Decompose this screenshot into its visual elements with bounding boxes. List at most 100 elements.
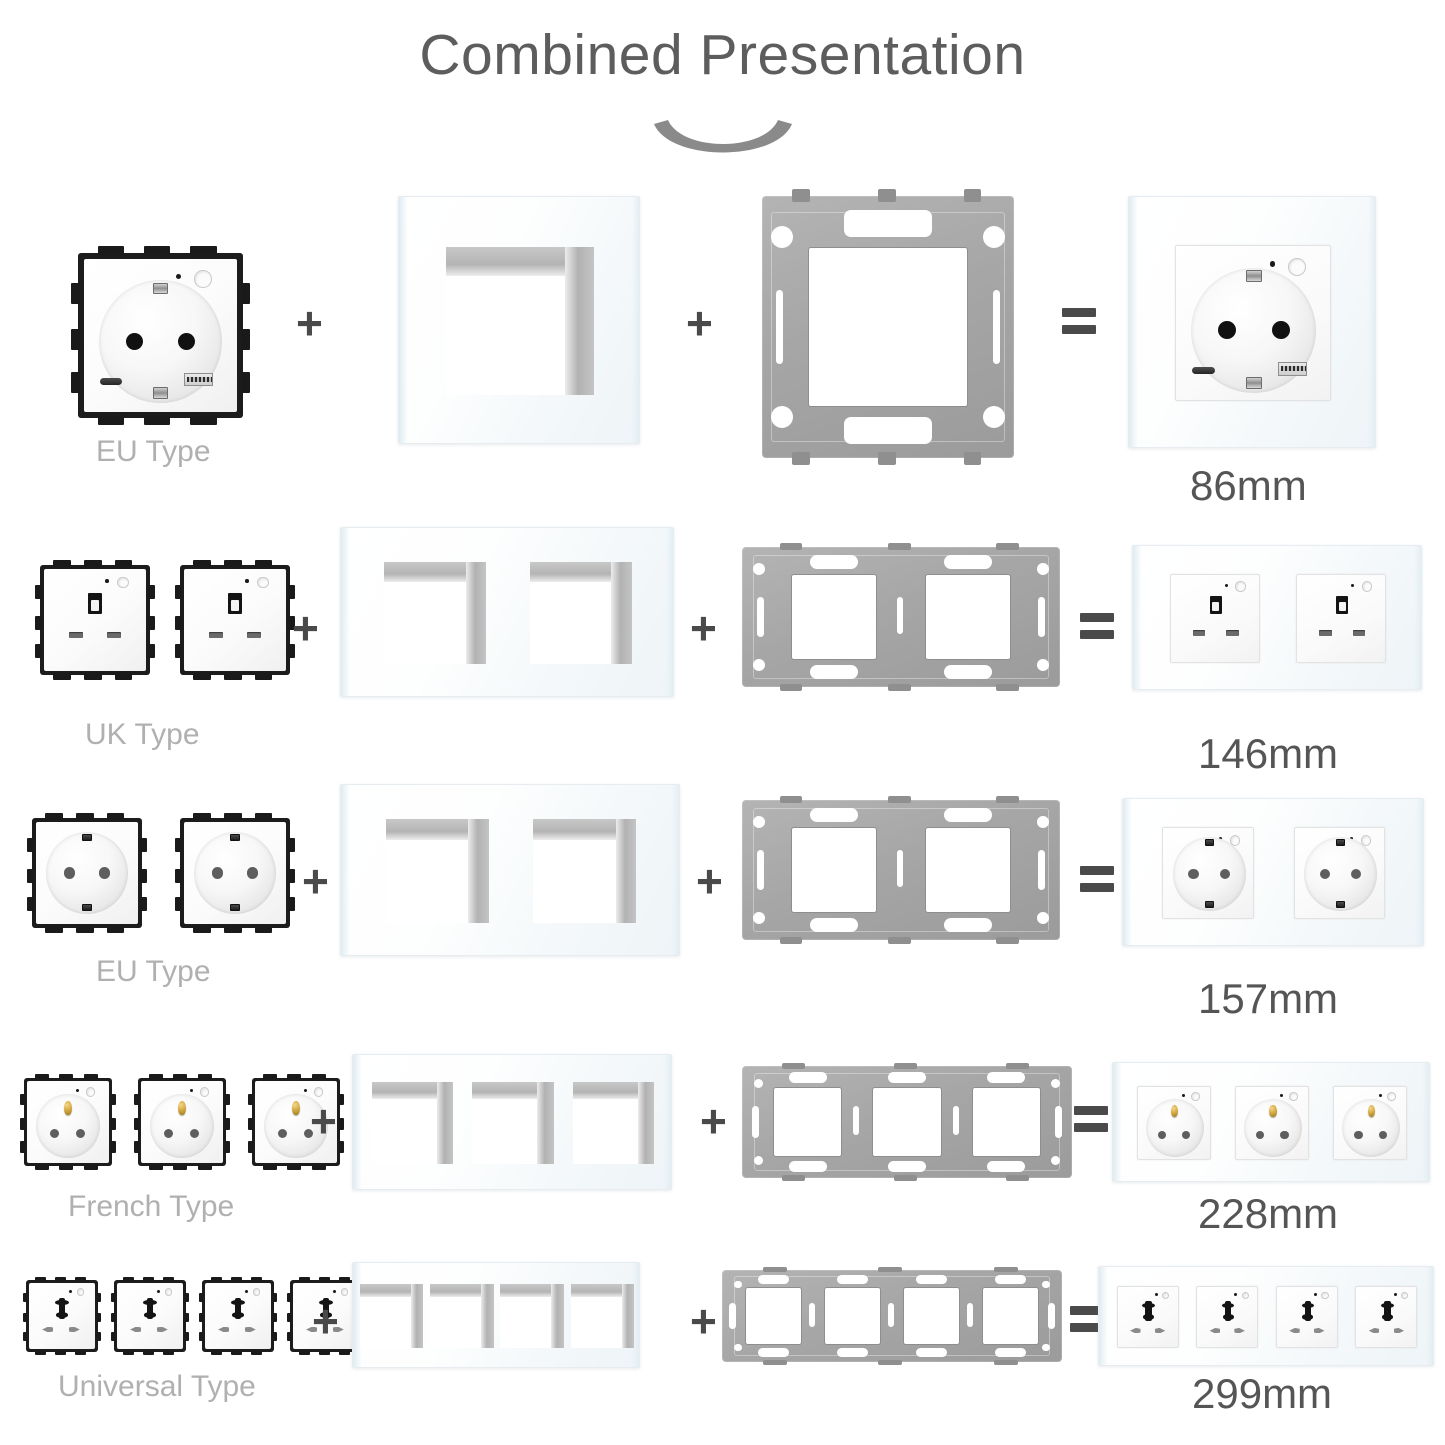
power-button[interactable] bbox=[1191, 1092, 1200, 1101]
eu-socket-recess bbox=[194, 832, 276, 914]
power-button[interactable] bbox=[1289, 1092, 1298, 1101]
power-button[interactable] bbox=[164, 1287, 173, 1296]
power-button[interactable] bbox=[1288, 257, 1307, 276]
assembled-socket-face[interactable] bbox=[1196, 1286, 1259, 1348]
assembled-socket-face[interactable] bbox=[1174, 244, 1332, 402]
assembled-socket-face[interactable] bbox=[1136, 1085, 1212, 1161]
assembled-socket-face[interactable] bbox=[1162, 827, 1255, 919]
glass-panel[interactable] bbox=[340, 527, 674, 697]
universal-angled-slot-right bbox=[1154, 1327, 1166, 1334]
assembled-socket-face[interactable] bbox=[1234, 1085, 1310, 1161]
module-claw-left bbox=[35, 644, 42, 659]
assembled-socket-face[interactable] bbox=[1296, 573, 1387, 664]
power-button[interactable] bbox=[1241, 1291, 1249, 1299]
socket-module[interactable] bbox=[27, 813, 147, 933]
socket-module[interactable] bbox=[175, 813, 295, 933]
mounting-bracket[interactable] bbox=[722, 1267, 1062, 1365]
socket-module[interactable] bbox=[111, 1277, 189, 1355]
assembled-right-sheen bbox=[1368, 197, 1375, 447]
socket-module[interactable] bbox=[35, 560, 155, 680]
module-claw-top bbox=[287, 1074, 302, 1080]
uk-pin-slot bbox=[1226, 630, 1239, 636]
glass-cutout bbox=[529, 562, 632, 664]
power-button[interactable] bbox=[1235, 581, 1246, 592]
usb-c-port[interactable] bbox=[99, 377, 123, 385]
module-claw-top bbox=[84, 560, 102, 567]
module-claw-left bbox=[248, 1093, 254, 1106]
module-claw-right bbox=[148, 644, 155, 659]
module-claw-right bbox=[185, 1313, 189, 1323]
power-button[interactable] bbox=[1321, 1291, 1329, 1299]
mounting-bracket[interactable] bbox=[742, 796, 1060, 944]
module-claw-left bbox=[175, 837, 182, 852]
module-claw-left bbox=[27, 837, 34, 852]
usb-c-port[interactable] bbox=[1192, 366, 1215, 374]
bracket-screw-slot-left bbox=[757, 597, 764, 637]
power-button[interactable] bbox=[314, 1087, 324, 1097]
assembled-socket[interactable] bbox=[1132, 545, 1422, 690]
equals-operator bbox=[1080, 613, 1114, 639]
assembled-socket[interactable] bbox=[1122, 798, 1424, 946]
module-claw-left bbox=[134, 1118, 140, 1130]
assembled-socket[interactable] bbox=[1112, 1062, 1430, 1182]
power-button[interactable] bbox=[1229, 834, 1241, 846]
assembled-socket[interactable] bbox=[1128, 196, 1376, 448]
assembled-socket-face[interactable] bbox=[1355, 1286, 1418, 1348]
universal-earth-wide-lower bbox=[56, 1312, 68, 1318]
assembled-socket-face[interactable] bbox=[1275, 1286, 1338, 1348]
power-button[interactable] bbox=[194, 270, 212, 288]
glass-panel[interactable] bbox=[340, 784, 680, 956]
cutout-bevel-top bbox=[384, 562, 487, 583]
power-button[interactable] bbox=[1360, 834, 1372, 846]
glass-panel[interactable] bbox=[352, 1054, 672, 1190]
eu-pin-hole bbox=[211, 867, 224, 879]
power-button[interactable] bbox=[257, 576, 270, 589]
power-button[interactable] bbox=[1387, 1092, 1396, 1101]
socket-module[interactable] bbox=[71, 246, 250, 425]
socket-module[interactable] bbox=[199, 1277, 277, 1355]
power-button[interactable] bbox=[86, 1087, 96, 1097]
mounting-bracket[interactable] bbox=[742, 1062, 1072, 1182]
socket-module[interactable] bbox=[134, 1074, 230, 1170]
eu-pin-hole bbox=[1188, 868, 1200, 880]
power-button[interactable] bbox=[200, 1087, 210, 1097]
power-button[interactable] bbox=[1362, 581, 1373, 592]
assembled-socket-face[interactable] bbox=[1116, 1286, 1179, 1348]
universal-earth-wide-upper bbox=[231, 1299, 245, 1306]
assembled-socket-face[interactable] bbox=[1332, 1085, 1408, 1161]
socket-module[interactable] bbox=[175, 560, 295, 680]
bracket-opening bbox=[926, 828, 1010, 912]
cutout-bevel-top bbox=[570, 1284, 635, 1297]
assembled-socket[interactable] bbox=[1098, 1266, 1434, 1366]
type-label-row-eu-usb-1gang: EU Type bbox=[96, 435, 211, 468]
socket-module[interactable] bbox=[20, 1074, 116, 1170]
glass-right-sheen bbox=[666, 528, 673, 696]
glass-cutout bbox=[371, 1082, 454, 1164]
power-button[interactable] bbox=[340, 1287, 349, 1296]
socket-module[interactable] bbox=[287, 1277, 365, 1355]
power-button[interactable] bbox=[1162, 1291, 1170, 1299]
assembled-socket-face[interactable] bbox=[1293, 827, 1386, 919]
socket-module[interactable] bbox=[248, 1074, 344, 1170]
bracket-screw-slot-mid bbox=[967, 1303, 974, 1328]
bracket-screw-slot-bottom bbox=[837, 1347, 868, 1357]
glass-panel[interactable] bbox=[352, 1262, 640, 1368]
socket-module[interactable] bbox=[23, 1277, 101, 1355]
assembled-socket-face[interactable] bbox=[1169, 573, 1260, 664]
mounting-bracket[interactable] bbox=[742, 543, 1060, 691]
power-button[interactable] bbox=[1401, 1291, 1409, 1299]
glass-panel[interactable] bbox=[398, 196, 640, 444]
bracket-screw-slot-bottom bbox=[916, 1347, 947, 1357]
power-button[interactable] bbox=[76, 1287, 85, 1296]
module-claw-left bbox=[35, 584, 42, 599]
power-button[interactable] bbox=[252, 1287, 261, 1296]
mounting-bracket[interactable] bbox=[762, 188, 1014, 466]
uk-earth-notch bbox=[91, 599, 99, 611]
module-claw-top bbox=[122, 1277, 135, 1281]
usb-a-port[interactable] bbox=[184, 373, 213, 387]
led-indicator bbox=[76, 1089, 80, 1093]
usb-a-port[interactable] bbox=[1278, 362, 1308, 376]
bracket-tab-top bbox=[888, 543, 911, 551]
eu-pin-hole bbox=[125, 332, 144, 351]
power-button[interactable] bbox=[117, 576, 130, 589]
